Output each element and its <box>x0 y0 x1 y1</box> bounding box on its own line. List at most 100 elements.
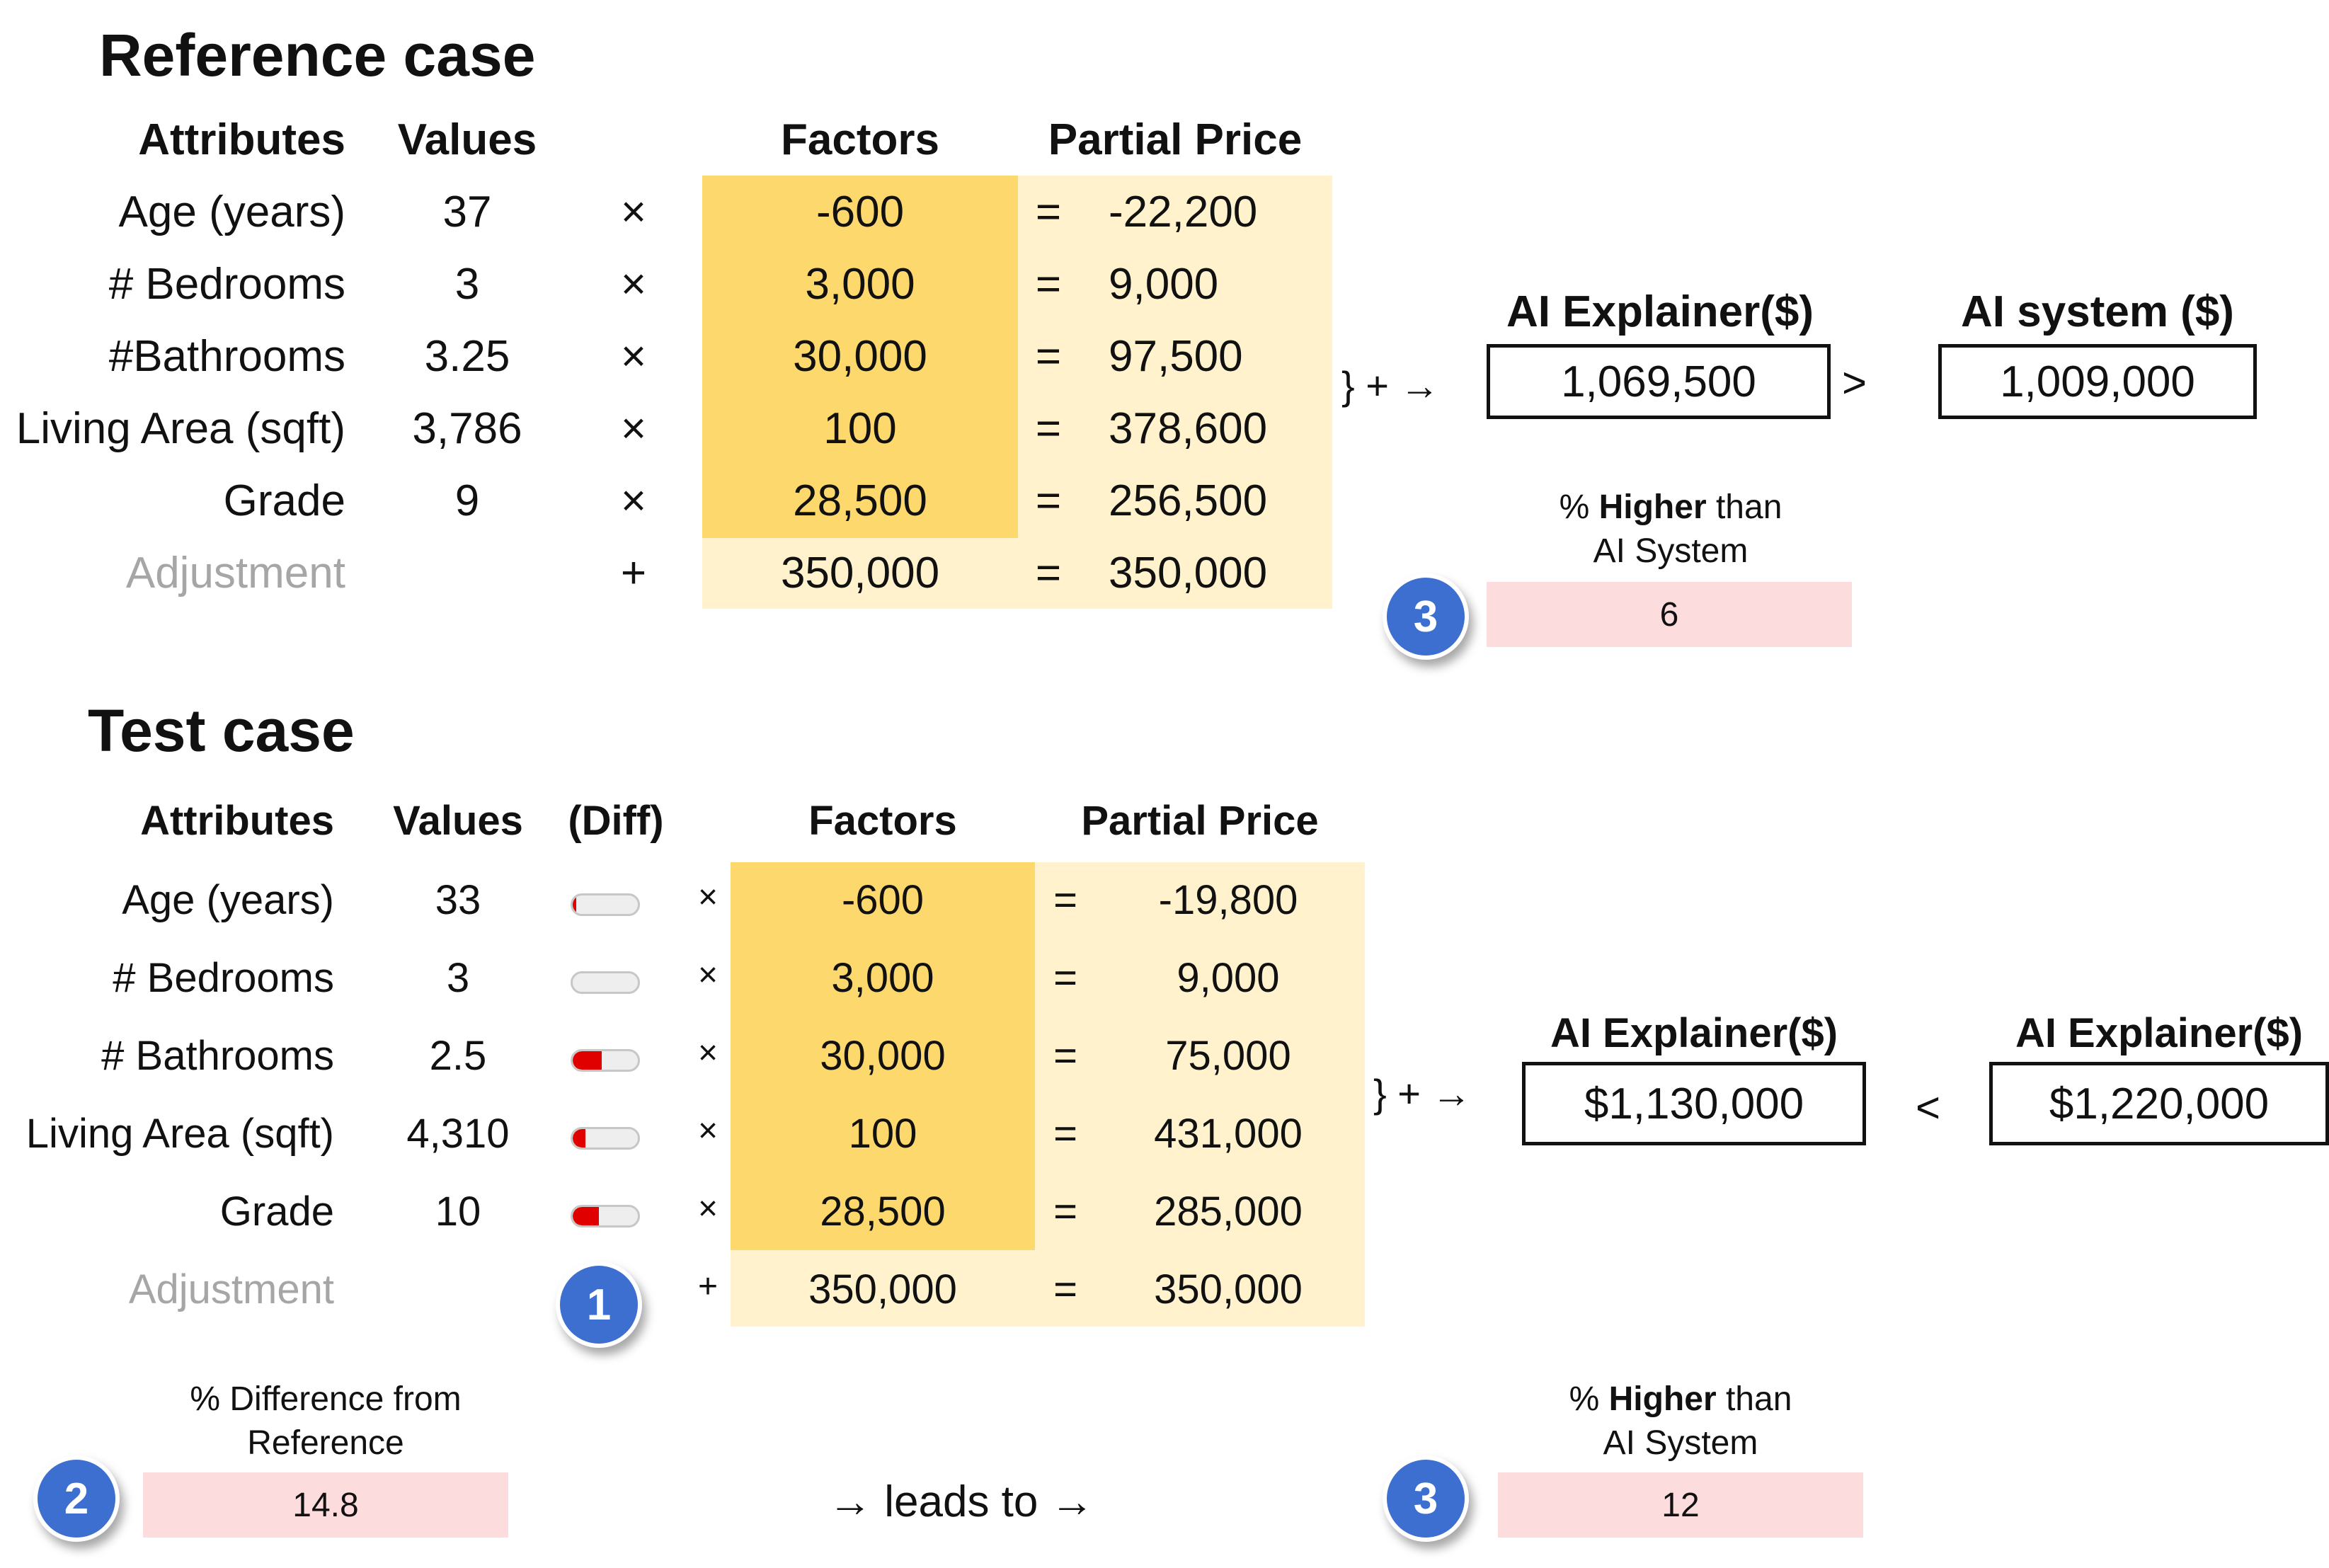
test-system-value: $1,220,000 <box>2049 1079 2270 1128</box>
leads-to-text: → leads to → <box>828 1477 1094 1526</box>
diff-indicator <box>571 893 640 916</box>
test-row-attribute: # Bathrooms <box>101 1033 334 1079</box>
test-factors-highlight <box>731 862 1035 1250</box>
ref-compare-symbol: > <box>1842 359 1867 406</box>
ref-row-value: 3.25 <box>424 332 510 381</box>
test-compare-symbol: < <box>1916 1084 1941 1131</box>
diff-indicator <box>571 1205 640 1227</box>
test-pct-diff-label: % Difference from Reference <box>190 1380 462 1462</box>
test-row-partial-price: 75,000 <box>1165 1033 1291 1079</box>
test-row-operator: × <box>697 1112 719 1150</box>
test-row-equals: = <box>1053 1111 1077 1157</box>
ref-row-operator: × <box>620 404 647 453</box>
test-pct-higher-label: % Higher than AI System <box>1569 1380 1792 1462</box>
ref-pct-higher-value-box: 6 <box>1487 582 1852 647</box>
test-row-equals: = <box>1053 1266 1077 1312</box>
ref-row-value: 37 <box>442 188 492 236</box>
test-pct-higher-value: 12 <box>1661 1486 1700 1524</box>
ref-row-factor: 3,000 <box>805 260 915 309</box>
diff-indicator-fill <box>573 895 576 914</box>
ref-explainer-value: 1,069,500 <box>1561 357 1756 406</box>
ref-row-factor: 100 <box>823 404 897 453</box>
ref-row-attribute: Adjustment <box>125 549 345 597</box>
ref-row-operator: × <box>620 332 647 381</box>
ref-row-equals: = <box>1035 404 1062 453</box>
ref-row-equals: = <box>1035 332 1062 381</box>
test-system-label: AI Explainer($) <box>2015 1010 2304 1056</box>
ref-system-value: 1,009,000 <box>2000 357 2195 406</box>
ref-row-equals: = <box>1035 476 1062 525</box>
test-row-partial-price: 9,000 <box>1177 955 1280 1001</box>
ref-row-operator: × <box>620 188 647 236</box>
test-row-partial-price: 431,000 <box>1154 1111 1303 1157</box>
ref-row-attribute: Age (years) <box>118 188 345 236</box>
test-title: Test case <box>88 697 355 764</box>
ref-pct-higher-value: 6 <box>1659 595 1679 634</box>
ref-row-attribute: # Bedrooms <box>108 260 345 309</box>
test-header-diff: (Diff) <box>568 798 664 844</box>
ref-row-partial-price: 97,500 <box>1109 332 1243 381</box>
test-badge-2: 2 <box>33 1455 120 1542</box>
test-row-factor: 350,000 <box>808 1266 957 1312</box>
test-header-values: Values <box>393 798 523 844</box>
test-system-value-box: $1,220,000 <box>1989 1062 2329 1145</box>
test-row-factor: 100 <box>848 1111 917 1157</box>
test-sum-arrow: } + → <box>1373 1071 1472 1116</box>
ref-header-attributes: Attributes <box>138 115 345 164</box>
ref-row-operator: × <box>620 476 647 525</box>
ref-row-partial-price: -22,200 <box>1109 188 1258 236</box>
test-row-value: 33 <box>435 877 481 923</box>
diff-indicator <box>571 1049 640 1072</box>
ref-factors-highlight <box>702 176 1018 538</box>
test-row-equals: = <box>1053 1189 1077 1235</box>
ref-adjustment-highlight <box>702 538 1018 609</box>
ref-row-equals: = <box>1035 188 1062 236</box>
test-row-equals: = <box>1053 877 1077 923</box>
test-explainer-value-box: $1,130,000 <box>1522 1062 1866 1145</box>
test-row-attribute: # Bedrooms <box>113 955 334 1001</box>
ref-sum-arrow: } + → <box>1341 363 1440 408</box>
reference-title: Reference case <box>99 22 536 88</box>
ref-system-label: AI system ($) <box>1961 287 2234 336</box>
ref-row-attribute: Grade <box>223 476 345 525</box>
ref-row-equals: = <box>1035 260 1062 309</box>
diff-indicator <box>571 971 640 994</box>
test-row-equals: = <box>1053 1033 1077 1079</box>
test-pct-diff-value-box: 14.8 <box>143 1472 508 1538</box>
test-pct-higher-value-box: 12 <box>1498 1472 1863 1538</box>
test-row-equals: = <box>1053 955 1077 1001</box>
ref-row-attribute: Living Area (sqft) <box>16 404 345 453</box>
test-row-value: 4,310 <box>406 1111 510 1157</box>
test-row-operator: × <box>697 1034 719 1072</box>
ref-header-factors: Factors <box>781 115 939 164</box>
test-row-value: 10 <box>435 1189 481 1235</box>
test-badge-3: 3 <box>1383 1455 1469 1542</box>
ref-row-factor: 28,500 <box>793 476 927 525</box>
ref-row-operator: + <box>620 549 647 597</box>
ref-row-value: 3 <box>454 260 480 309</box>
ref-system-value-box: 1,009,000 <box>1938 344 2257 419</box>
test-row-attribute: Adjustment <box>128 1266 334 1312</box>
ref-row-partial-price: 378,600 <box>1109 404 1268 453</box>
test-row-partial-price: 350,000 <box>1154 1266 1303 1312</box>
test-row-factor: 28,500 <box>820 1189 946 1235</box>
test-pct-diff-value: 14.8 <box>292 1486 359 1524</box>
test-row-value: 2.5 <box>429 1033 487 1079</box>
test-row-attribute: Age (years) <box>122 877 334 923</box>
test-explainer-label: AI Explainer($) <box>1550 1010 1838 1056</box>
test-row-value: 3 <box>446 955 470 1001</box>
ref-partial-highlight <box>1018 176 1332 609</box>
diff-indicator-fill <box>573 1207 599 1225</box>
ref-row-value: 9 <box>454 476 480 525</box>
ref-explainer-value-box: 1,069,500 <box>1487 344 1831 419</box>
ref-row-equals: = <box>1035 549 1062 597</box>
test-row-attribute: Grade <box>219 1189 334 1235</box>
test-row-operator: × <box>697 879 719 916</box>
diff-indicator <box>571 1127 640 1150</box>
test-header-factors: Factors <box>808 798 957 844</box>
test-header-attributes: Attributes <box>140 798 334 844</box>
diff-indicator-fill <box>573 1129 586 1148</box>
test-row-factor: 30,000 <box>820 1033 946 1079</box>
test-row-attribute: Living Area (sqft) <box>25 1111 334 1157</box>
ref-row-partial-price: 9,000 <box>1109 260 1219 309</box>
